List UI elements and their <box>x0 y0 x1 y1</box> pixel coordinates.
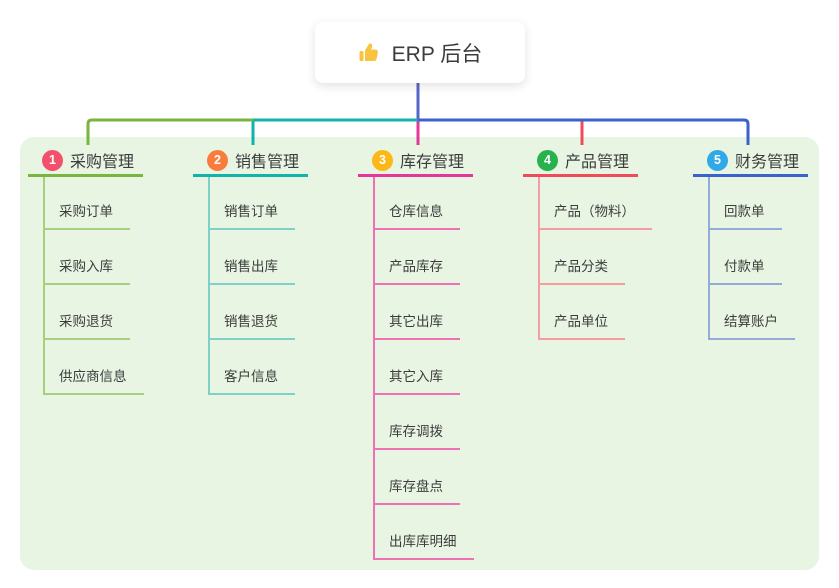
leaf-node[interactable]: 其它出库 <box>375 285 460 340</box>
leaf-node[interactable]: 库存调拨 <box>375 395 460 450</box>
leaf-node[interactable]: 付款单 <box>710 230 782 285</box>
leaf-node[interactable]: 产品库存 <box>375 230 460 285</box>
branch-title: 财务管理 <box>735 154 800 171</box>
branch-title: 库存管理 <box>400 154 465 171</box>
branch-title: 采购管理 <box>70 154 135 171</box>
branch-children: 产品（物料） 产品分类 产品单位 <box>538 177 652 340</box>
leaf-node[interactable]: 采购入库 <box>45 230 130 285</box>
leaf-node[interactable]: 销售退货 <box>210 285 295 340</box>
branch-finance: 5 财务管理 回款单 付款单 结算账户 <box>693 146 808 340</box>
branch-header-purchase[interactable]: 1 采购管理 <box>28 146 143 177</box>
leaf-node[interactable]: 其它入库 <box>375 340 460 395</box>
branch-children: 销售订单 销售出库 销售退货 客户信息 <box>208 177 308 395</box>
leaf-node[interactable]: 供应商信息 <box>45 340 144 395</box>
root-title: ERP 后台 <box>391 42 483 66</box>
leaf-node[interactable]: 产品单位 <box>540 285 625 340</box>
leaf-node[interactable]: 出库库明细 <box>375 505 474 560</box>
leaf-node[interactable]: 产品（物料） <box>540 177 652 230</box>
leaf-node[interactable]: 库存盘点 <box>375 450 460 505</box>
branch-children: 仓库信息 产品库存 其它出库 其它入库 库存调拨 库存盘点 出库库明细 <box>373 177 474 560</box>
leaf-node[interactable]: 回款单 <box>710 177 782 230</box>
branch-number-badge: 1 <box>42 149 63 171</box>
branches-panel <box>20 137 819 570</box>
branch-inventory: 3 库存管理 仓库信息 产品库存 其它出库 其它入库 库存调拨 库存盘点 出库库… <box>358 146 474 560</box>
leaf-node[interactable]: 采购退货 <box>45 285 130 340</box>
branch-title: 销售管理 <box>235 154 300 171</box>
branch-header-inventory[interactable]: 3 库存管理 <box>358 146 473 177</box>
leaf-node[interactable]: 销售订单 <box>210 177 295 230</box>
branch-purchase: 1 采购管理 采购订单 采购入库 采购退货 供应商信息 <box>28 146 144 395</box>
branch-header-product[interactable]: 4 产品管理 <box>523 146 638 177</box>
branch-header-sales[interactable]: 2 销售管理 <box>193 146 308 177</box>
branch-children: 回款单 付款单 结算账户 <box>708 177 808 340</box>
branch-number-badge: 5 <box>707 149 728 171</box>
leaf-node[interactable]: 仓库信息 <box>375 177 460 230</box>
branch-number-badge: 3 <box>372 149 393 171</box>
branch-header-finance[interactable]: 5 财务管理 <box>693 146 808 177</box>
branch-product: 4 产品管理 产品（物料） 产品分类 产品单位 <box>523 146 652 340</box>
leaf-node[interactable]: 销售出库 <box>210 230 295 285</box>
thumbs-up-icon <box>358 41 382 65</box>
branch-number-badge: 2 <box>207 149 228 171</box>
leaf-node[interactable]: 产品分类 <box>540 230 625 285</box>
leaf-node[interactable]: 采购订单 <box>45 177 130 230</box>
branch-children: 采购订单 采购入库 采购退货 供应商信息 <box>43 177 144 395</box>
branch-number-badge: 4 <box>537 149 558 171</box>
branch-title: 产品管理 <box>565 154 630 171</box>
branch-sales: 2 销售管理 销售订单 销售出库 销售退货 客户信息 <box>193 146 308 395</box>
leaf-node[interactable]: 结算账户 <box>710 285 795 340</box>
root-node[interactable]: ERP 后台 <box>315 22 525 83</box>
leaf-node[interactable]: 客户信息 <box>210 340 295 395</box>
